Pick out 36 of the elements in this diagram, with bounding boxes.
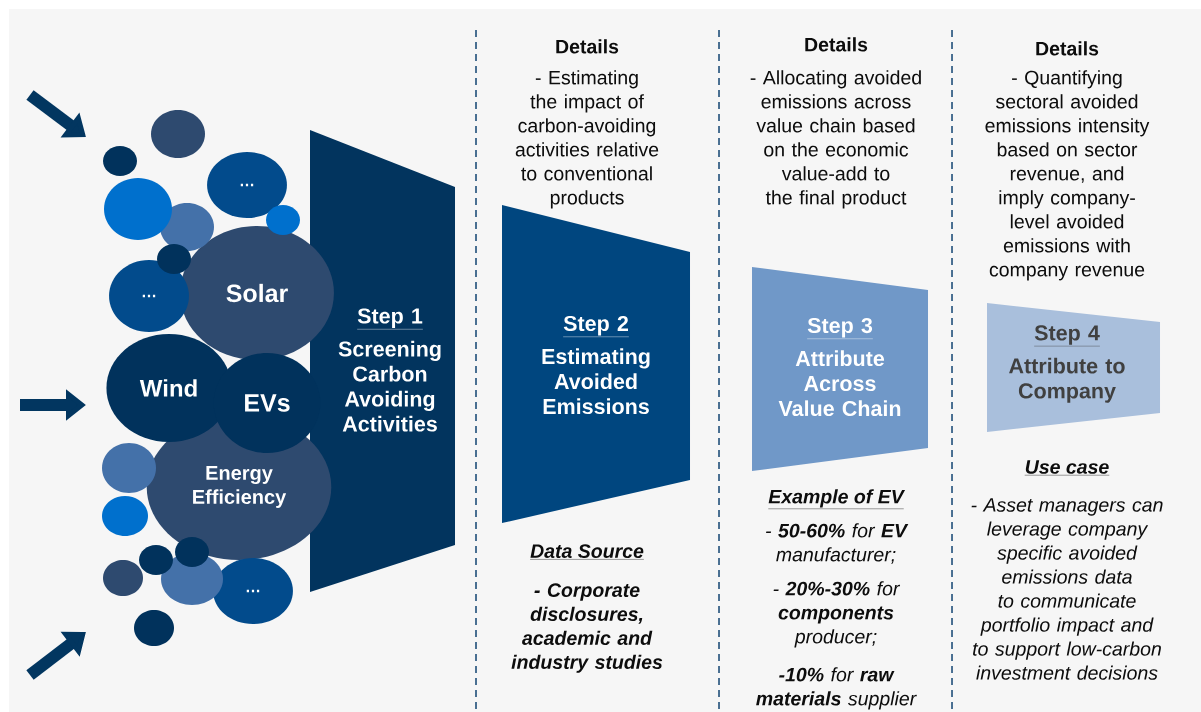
description-text: - Corporate disclosures, academic and industry studies (511, 583, 663, 673)
subheading: Use case (1024, 460, 1110, 476)
circle (104, 178, 172, 240)
subheading: Example of EV (768, 489, 906, 509)
bubble: … (213, 558, 293, 624)
bubble: Wind (106, 334, 232, 442)
step-trapezoid: Step 4 Attribute to Company (987, 303, 1160, 432)
bubble: … (109, 260, 189, 332)
heading: Details (805, 37, 868, 52)
description-text: - Allocating avoided emissions across value chain based on the economic value-add to the final product (750, 70, 921, 209)
heading: Details (556, 39, 619, 54)
bubble: EVs (213, 353, 321, 453)
circle (175, 537, 209, 567)
description-text: - Asset managers can leverage company specific avoided emissions data to communicate portfolio impact and to support low-carbon investment decisions (971, 498, 1163, 680)
circle (151, 110, 205, 158)
circle (102, 443, 156, 493)
circle (139, 545, 173, 575)
circle (157, 244, 191, 274)
step-trapezoid: Step 1 Screening Carbon Avoiding Activities (310, 130, 455, 592)
circle (160, 203, 214, 251)
bubble: … (207, 152, 287, 218)
circle (102, 496, 148, 536)
subheading: Data Source (529, 544, 645, 560)
circle (134, 610, 174, 646)
circle (103, 560, 143, 596)
description-text: - 20%-30% for components producer; (773, 581, 901, 648)
description-text: -10% for raw materials supplier (756, 667, 917, 710)
description-text: - Quantifying sectoral avoided emissions intensity based on sector revenue, and imply company-level avoided emissions with company revenue (985, 70, 1150, 281)
node-label: EVs (245, 394, 290, 412)
heading: Details (1036, 41, 1099, 56)
description-text: - 50-60% for EV manufacturer; (766, 523, 909, 564)
step-trapezoid: Step 3 Attribute Across Value Chain (752, 267, 928, 471)
node-label: Wind (139, 379, 197, 397)
bubble: Solar (180, 226, 334, 360)
circle (103, 146, 137, 176)
circle (266, 205, 300, 235)
